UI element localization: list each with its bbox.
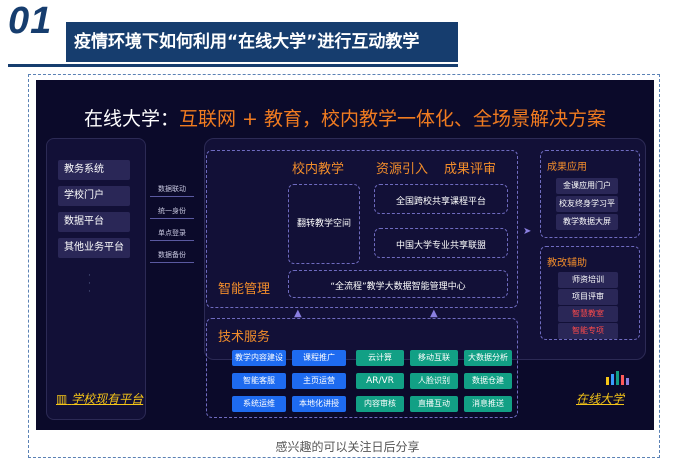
alliance-box xyxy=(374,228,508,258)
tech-item: 内容审核 xyxy=(356,396,404,412)
resources-label: 资源引入 xyxy=(376,162,429,177)
arrow-up-icon: ▲ xyxy=(430,308,438,319)
diagram-panel: 在线大学：互联网 + 教育，校内教学一体化、全场景解决方案 教务系统 学校门户 … xyxy=(36,80,654,430)
smart-center-box xyxy=(288,270,508,298)
tech-item: 直播互动 xyxy=(410,396,458,412)
flip-space-box xyxy=(288,184,360,264)
connector-label: 数据联动 xyxy=(158,185,186,193)
reform-item: 智慧教室 xyxy=(558,306,618,322)
platform-item: 其他业务平台 xyxy=(58,238,130,258)
alliance-label: 中国大学专业共享联盟 xyxy=(395,241,486,251)
tech-item: 智能客服 xyxy=(232,373,286,389)
reform-item: 师资培训 xyxy=(558,272,618,288)
reform-item: 项目评审 xyxy=(558,289,618,305)
tech-item: 系统运维 xyxy=(232,396,286,412)
existing-platforms-text: 学校现有平台 xyxy=(71,392,144,406)
tech-item: 数据仓建 xyxy=(464,373,512,389)
online-university-label: 在线大学 xyxy=(576,392,625,406)
connector-label: 统一身份 xyxy=(158,207,186,215)
headline-main: 互联网 + 教育，校内教学一体化、全场景解决方案 xyxy=(179,108,607,130)
arrow-right-icon: ➤ xyxy=(523,226,532,237)
headline-prefix: 在线大学： xyxy=(83,108,179,130)
outcome-item: 金课应用门户 xyxy=(556,178,618,194)
reform-title: 教改辅助 xyxy=(547,258,587,269)
image-frame xyxy=(28,74,660,458)
caption: 感兴趣的可以关注日后分享 xyxy=(275,440,420,454)
existing-platforms-box xyxy=(46,138,146,420)
connector-label: 单点登录 xyxy=(158,229,186,237)
arrow-up-icon: ▲ xyxy=(294,308,302,319)
headline: 在线大学：互联网 + 教育，校内教学一体化、全场景解决方案 xyxy=(36,104,654,131)
campus-teaching-label: 校内教学 xyxy=(292,162,345,177)
course-platform-label: 全国跨校共享课程平台 xyxy=(395,197,486,207)
tech-item: 教学内容建设 xyxy=(232,350,286,366)
tech-item: 移动互联 xyxy=(410,350,458,366)
connector: 单点登录 xyxy=(150,228,194,241)
section-number: 01 xyxy=(8,0,53,42)
tech-services-title: 技术服务 xyxy=(218,330,271,345)
section-title: 疫情环境下如何利用“在线大学”进行互动教学 xyxy=(74,32,420,52)
more-dots: ··· xyxy=(88,271,91,297)
tech-services-box xyxy=(206,318,518,418)
teaching-area xyxy=(206,150,518,308)
platform-item: 教务系统 xyxy=(58,160,130,180)
reform-box xyxy=(540,246,640,340)
smart-management-label: 智能管理 xyxy=(218,282,271,297)
connector: 数据联动 xyxy=(150,184,194,197)
outcome-item: 校友终身学习平台 xyxy=(556,196,618,224)
reform-item: 智能专项 xyxy=(558,323,618,339)
tech-item: 课程推广 xyxy=(292,350,346,366)
bar-chart-icon xyxy=(604,370,632,385)
tech-item: 人脸识别 xyxy=(410,373,458,389)
outcomes-box xyxy=(540,150,640,238)
connector-label: 数据备份 xyxy=(158,251,186,259)
tech-item: 消息推送 xyxy=(464,396,512,412)
title-underline xyxy=(8,64,458,67)
outcomes-title: 成果应用 xyxy=(547,162,587,173)
tech-item: 大数据分析 xyxy=(464,350,512,366)
tech-item: 云计算 xyxy=(356,350,404,366)
course-platform-box xyxy=(374,184,508,214)
results-label: 成果评审 xyxy=(444,162,497,177)
connector: 数据备份 xyxy=(150,250,194,263)
existing-platforms-label: ▥ 学校现有平台 xyxy=(56,390,143,407)
platform-item: 学校门户 xyxy=(58,186,130,206)
smart-center-label: “全流程”教学大数据智能管理中心 xyxy=(330,282,466,292)
connector: 统一身份 xyxy=(150,206,194,219)
flip-space-label: 翻转教学空间 xyxy=(296,219,351,229)
tech-item: 本地化讲授 xyxy=(292,396,346,412)
tech-item: AR/VR xyxy=(356,373,404,389)
platform-item: 数据平台 xyxy=(58,212,130,232)
title-bar xyxy=(66,22,458,62)
tech-item: 主页运营 xyxy=(292,373,346,389)
building-icon: ▥ xyxy=(56,392,68,406)
outcome-item: 教学数据大屏 xyxy=(556,214,618,230)
